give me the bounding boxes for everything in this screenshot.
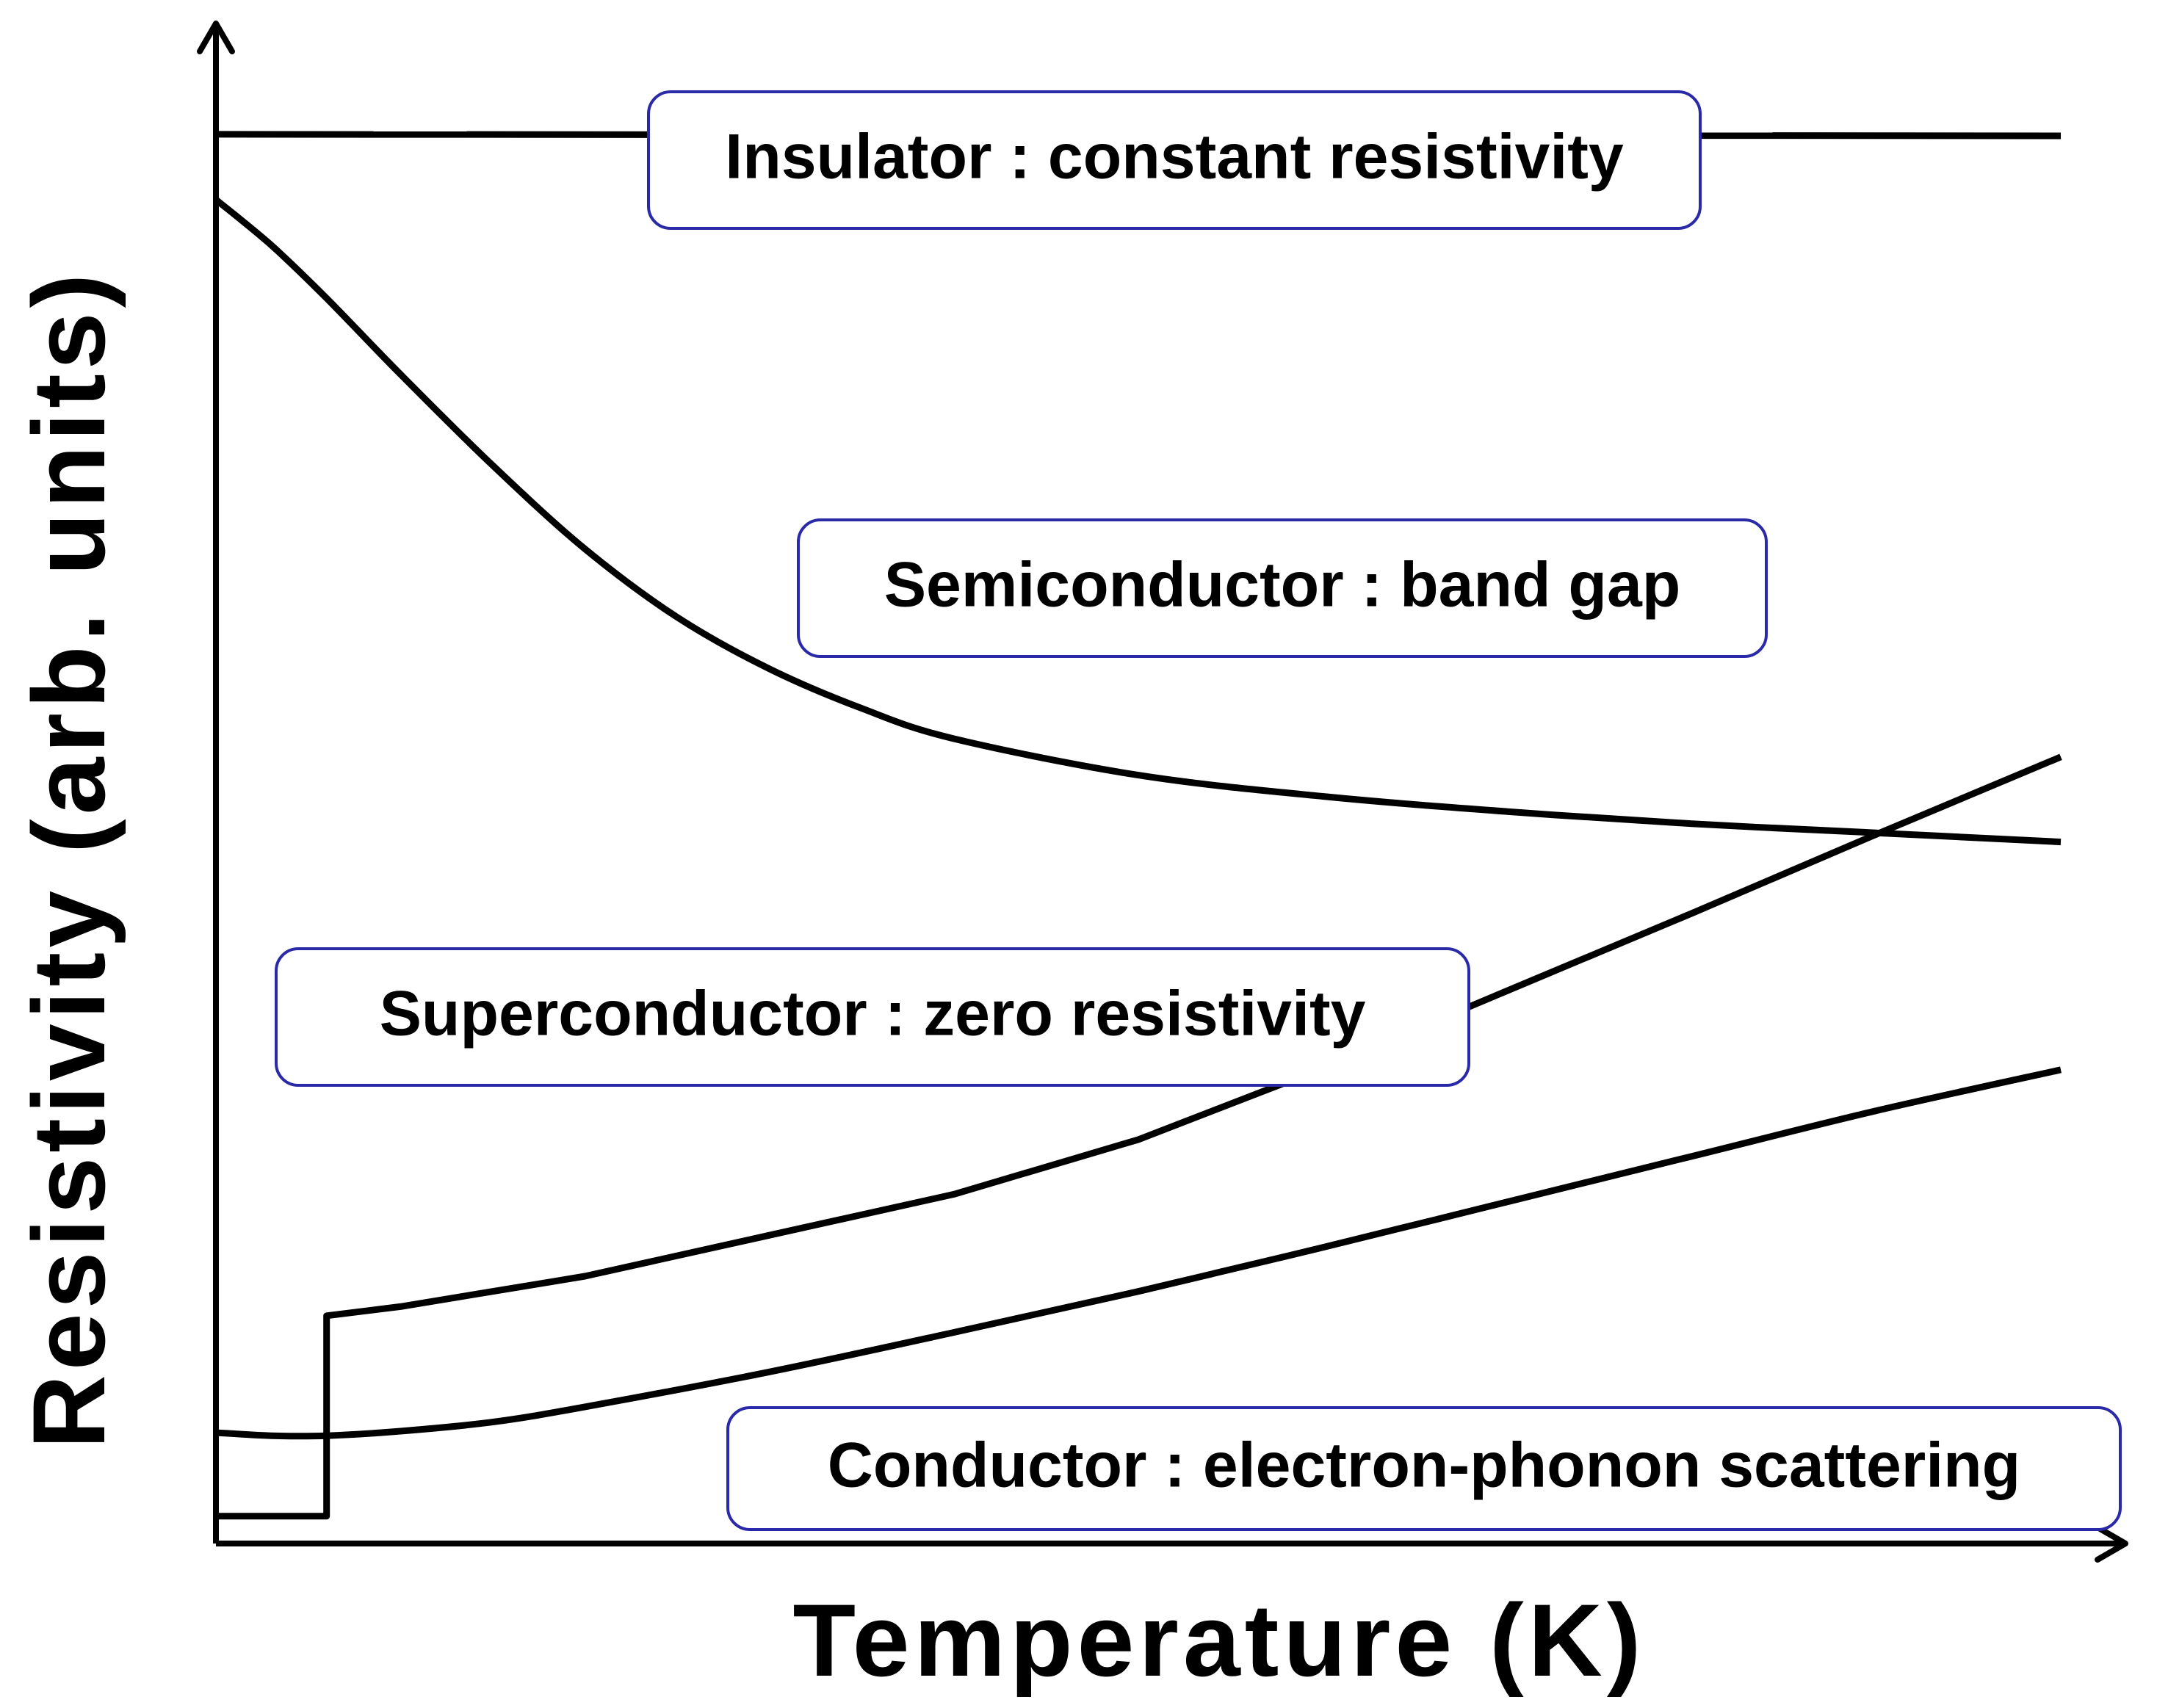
semiconductor-label-box [797, 518, 1768, 658]
superconductor-label-box [275, 947, 1470, 1087]
semiconductor-label: Semiconductor : band gap [797, 518, 1768, 658]
conductor-label-text: Conductor : electron-phonon scattering [828, 1430, 2020, 1501]
superconductor-label-text: Superconductor : zero resistivity [380, 979, 1366, 1049]
semiconductor-curve [214, 197, 2062, 846]
y-axis-title: Resistivity (arb. units) [11, 269, 126, 1450]
conductor-curve [215, 1066, 2062, 1440]
conductor-label: Conductor : electron-phonon scattering [726, 1406, 2122, 1531]
conductor-label-box [726, 1406, 2122, 1531]
insulator-label-text: Insulator : constant resistivity [725, 122, 1624, 192]
y-axis-arrowhead [197, 21, 235, 54]
superconductor-curve [216, 753, 2062, 1520]
x-axis-title: Temperature (K) [793, 1582, 1646, 1698]
semiconductor-label-text: Semiconductor : band gap [884, 550, 1681, 620]
chart-curves [214, 131, 2062, 1520]
insulator-label-box [647, 90, 1702, 230]
x-axis-arrowhead [2095, 1524, 2128, 1563]
superconductor-label: Superconductor : zero resistivity [275, 947, 1470, 1087]
insulator-label: Insulator : constant resistivity [647, 90, 1702, 230]
